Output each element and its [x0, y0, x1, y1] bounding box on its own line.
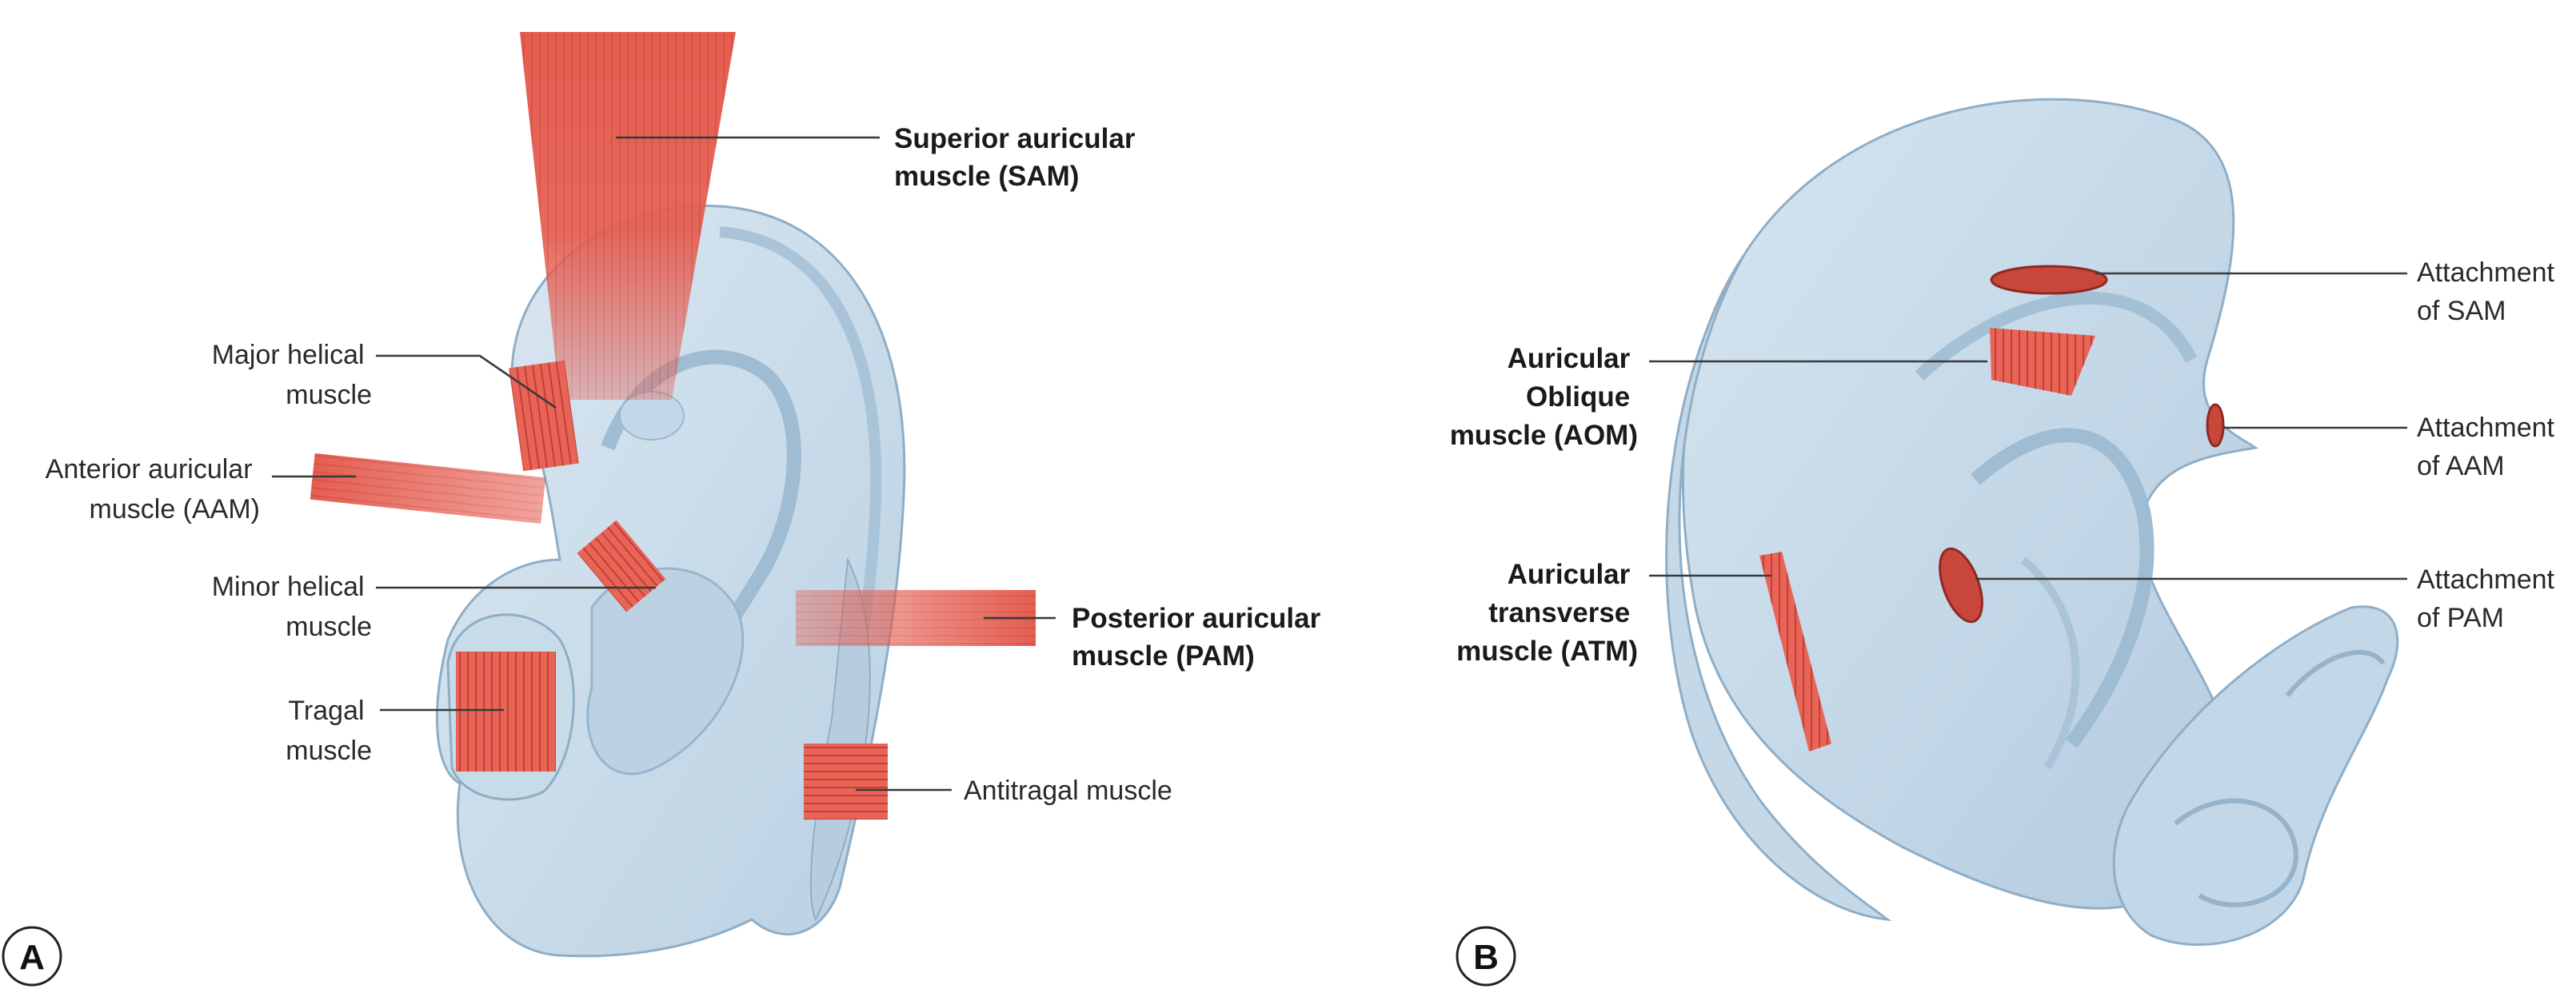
panel-b: Auricular Oblique muscle (AOM) Auricular…	[1450, 98, 2562, 987]
minor-helical-muscle	[577, 520, 666, 612]
panel-a-leaders	[272, 136, 1056, 792]
label-aom: Auricular Oblique muscle (AOM)	[1450, 343, 1638, 451]
panel-letter-a: A	[2, 926, 62, 987]
label-pam: Posterior auricular muscle (PAM)	[1072, 603, 1328, 672]
label-sam: Superior auricular muscle (SAM)	[894, 123, 1143, 192]
anterior-auricular-muscle-fibers	[310, 453, 546, 524]
label-atm: Auricular transverse muscle (ATM)	[1456, 559, 1638, 667]
label-tragal: Tragal muscle	[286, 696, 372, 766]
panel-letter-b: B	[1456, 926, 1516, 987]
label-aam: Anterior auricular muscle (AAM)	[46, 454, 260, 524]
label-attachment-sam: Attachment of SAM	[2417, 257, 2562, 326]
antitragal-muscle	[804, 744, 888, 820]
panel-a: Superior auricular muscle (SAM) Major he…	[2, 32, 1328, 987]
panel-b-leaders	[1649, 272, 2407, 580]
label-antitragal: Antitragal muscle	[964, 776, 1172, 806]
label-major-helical: Major helical muscle	[212, 340, 372, 410]
attachment-sam	[1990, 265, 2108, 295]
label-minor-helical: Minor helical muscle	[212, 572, 372, 642]
ear-medial-view	[1665, 98, 2399, 947]
svg-text:A: A	[19, 938, 45, 977]
auricular-transverse-muscle	[1759, 552, 1831, 752]
tragal-muscle	[456, 652, 556, 772]
auricular-oblique-muscle	[1990, 328, 2095, 396]
label-attachment-pam: Attachment of PAM	[2417, 564, 2562, 633]
label-attachment-aam: Attachment of AAM	[2417, 413, 2562, 481]
attachment-aam	[2206, 403, 2225, 448]
superior-auricular-muscle	[520, 32, 736, 400]
svg-text:B: B	[1473, 938, 1499, 977]
